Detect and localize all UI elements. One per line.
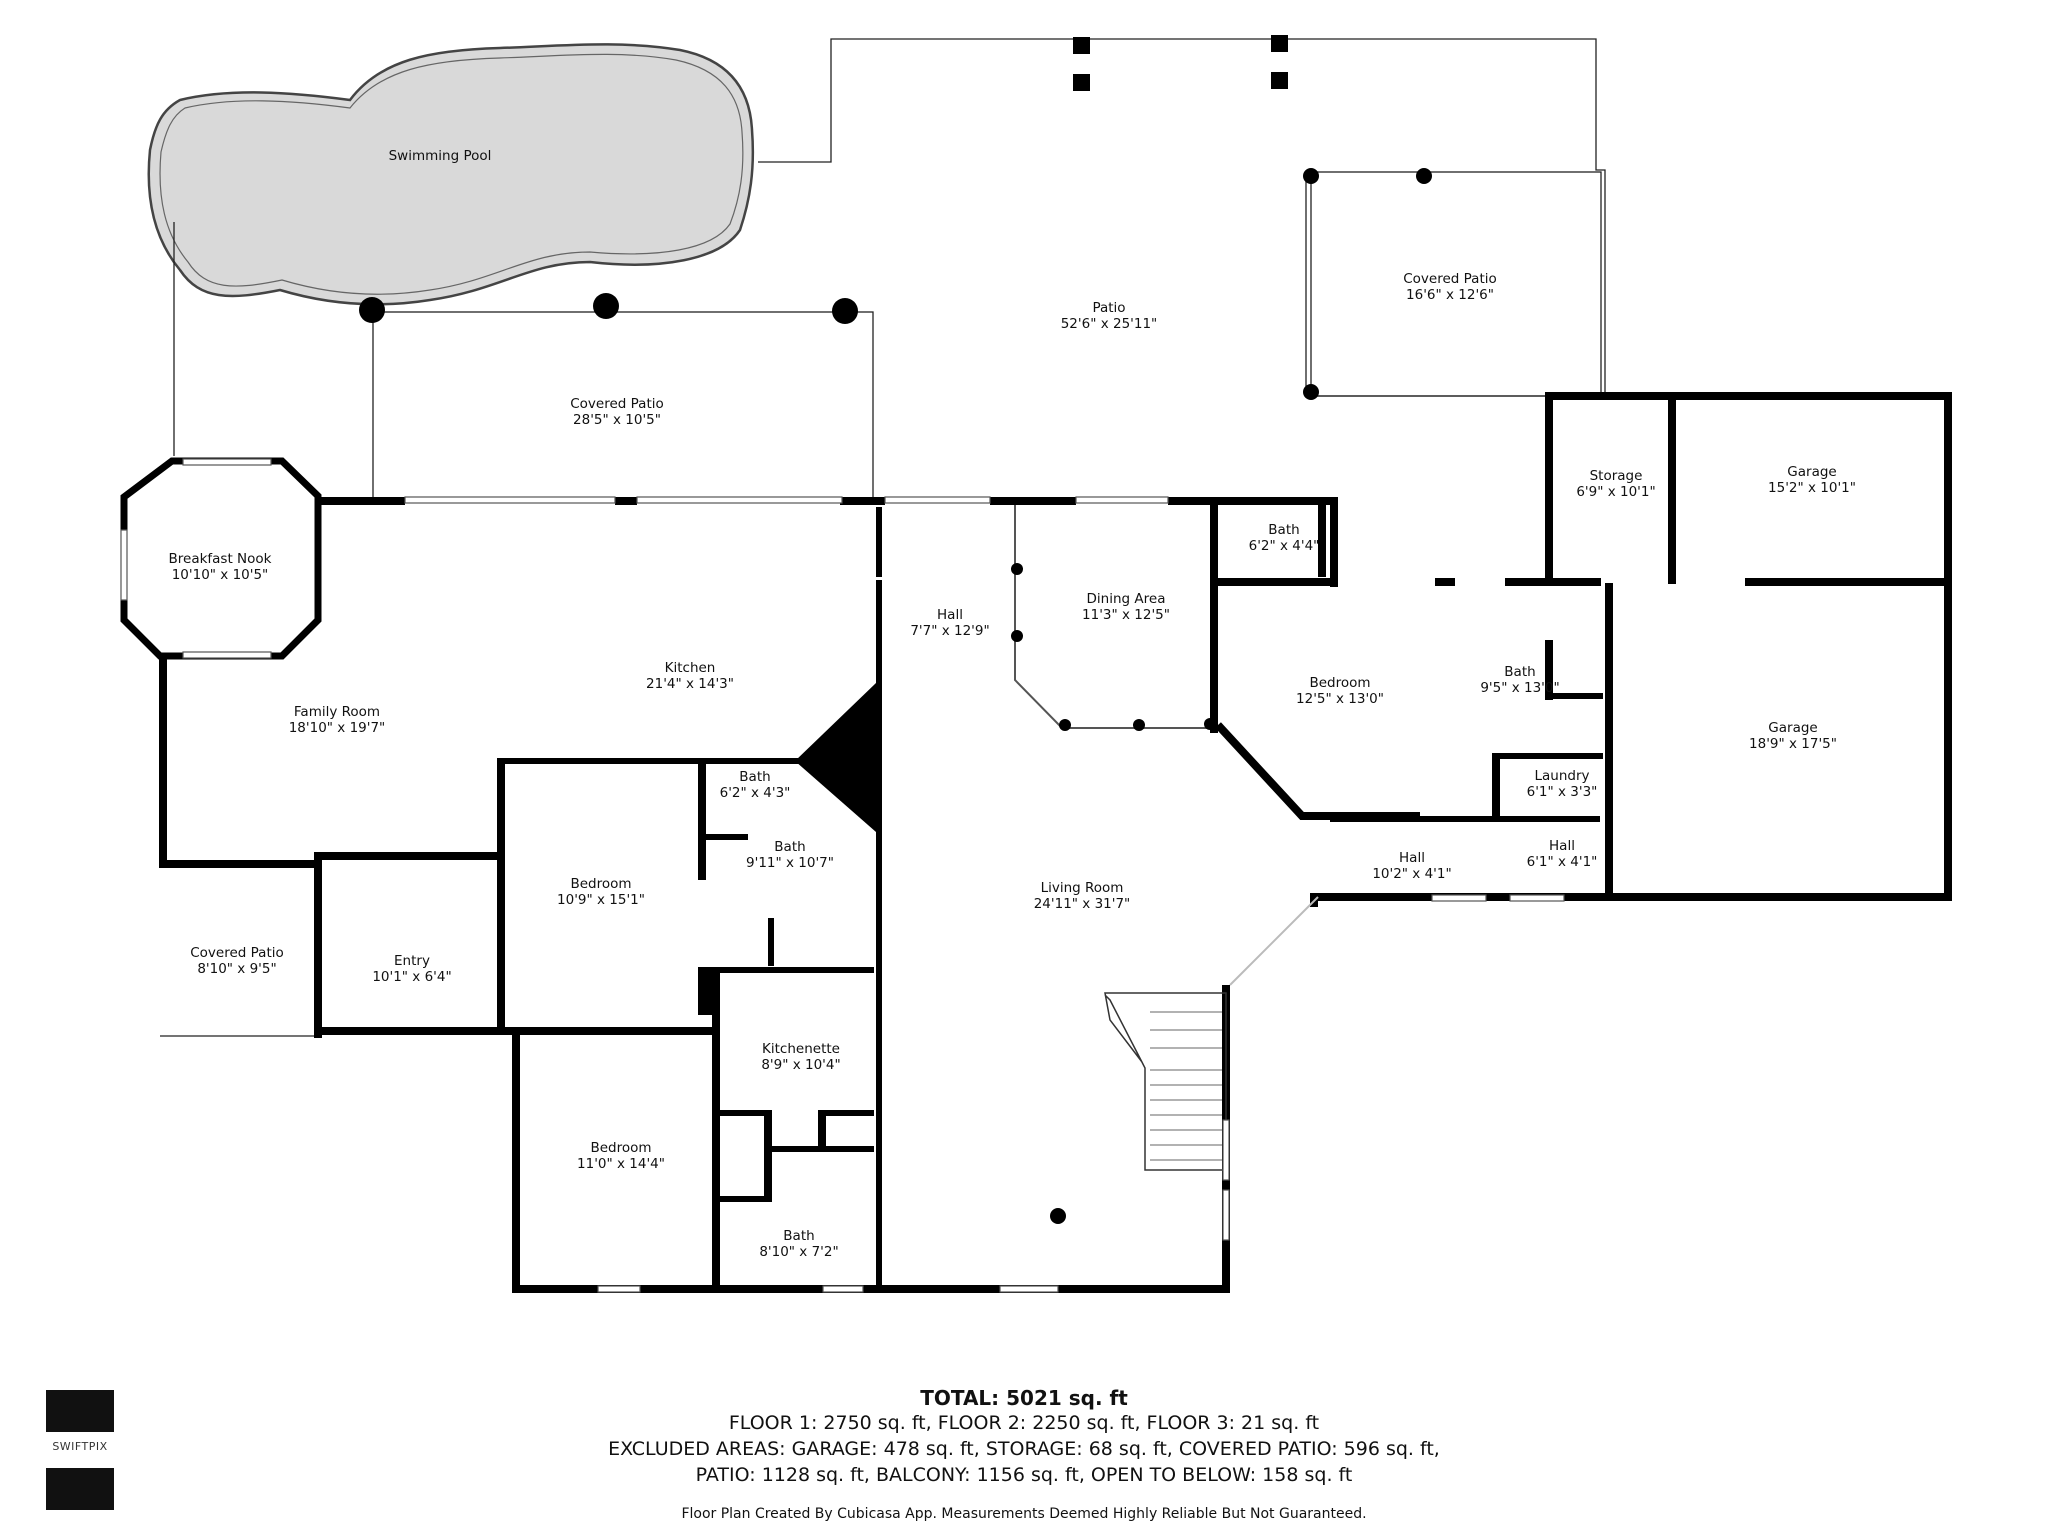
room-name: Breakfast Nook xyxy=(169,551,272,567)
room-dimensions: 8'9" x 10'4" xyxy=(761,1057,840,1073)
room-name: Bath xyxy=(1504,664,1535,680)
room-name: Covered Patio xyxy=(1403,271,1497,287)
room-dimensions: 8'10" x 9'5" xyxy=(197,961,276,977)
room-dimensions: 16'6" x 12'6" xyxy=(1406,287,1494,303)
room-name: Living Room xyxy=(1041,880,1124,896)
room-dimensions: 7'7" x 12'9" xyxy=(910,623,989,639)
room-dimensions: 11'3" x 12'5" xyxy=(1082,607,1170,623)
room-dimensions: 6'2" x 4'4" xyxy=(1249,538,1320,554)
room-name: Garage xyxy=(1787,464,1836,480)
room-dimensions: 18'9" x 17'5" xyxy=(1749,736,1837,752)
room-dimensions: 28'5" x 10'5" xyxy=(573,412,661,428)
floor-areas: FLOOR 1: 2750 sq. ft, FLOOR 2: 2250 sq. … xyxy=(728,1412,1320,1434)
room-name: Garage xyxy=(1768,720,1817,736)
room-name: Bedroom xyxy=(570,876,631,892)
excluded-areas: EXCLUDED AREAS: GARAGE: 478 sq. ft, STOR… xyxy=(608,1438,1440,1460)
room-name: Dining Area xyxy=(1087,591,1166,607)
room-name: Bath xyxy=(739,769,770,785)
room-name: Patio xyxy=(1092,300,1125,316)
room-name: Bedroom xyxy=(590,1140,651,1156)
room-name: Kitchen xyxy=(665,660,716,676)
room-name: Entry xyxy=(394,953,430,969)
room-dimensions: 52'6" x 25'11" xyxy=(1061,316,1158,332)
room-labels: Swimming Pool Patio 52'6" x 25'11" Cover… xyxy=(169,148,1856,1260)
swiftpix-logo: SWIFTPIX xyxy=(46,1390,114,1510)
room-dimensions: 21'4" x 14'3" xyxy=(646,676,734,692)
room-dimensions: 10'10" x 10'5" xyxy=(172,567,269,583)
room-dimensions: 6'1" x 3'3" xyxy=(1527,784,1598,800)
swimming-pool xyxy=(147,43,755,306)
room-name: Bath xyxy=(774,839,805,855)
room-name: Bedroom xyxy=(1309,675,1370,691)
room-name: Bath xyxy=(783,1228,814,1244)
room-dimensions: 10'9" x 15'1" xyxy=(557,892,645,908)
room-dimensions: 10'2" x 4'1" xyxy=(1372,866,1451,882)
room-name: Hall xyxy=(937,607,963,623)
room-dimensions: 11'0" x 14'4" xyxy=(577,1156,665,1172)
floor-plan: Swimming Pool Patio 52'6" x 25'11" Cover… xyxy=(120,35,1952,1293)
room-dimensions: 15'2" x 10'1" xyxy=(1768,480,1856,496)
logo-text: SWIFTPIX xyxy=(52,1440,108,1453)
room-name: Laundry xyxy=(1534,768,1589,784)
room-name: Storage xyxy=(1590,468,1643,484)
room-name: Swimming Pool xyxy=(389,148,492,164)
room-name: Covered Patio xyxy=(570,396,664,412)
room-name: Hall xyxy=(1549,838,1575,854)
room-dimensions: 6'2" x 4'3" xyxy=(720,785,791,801)
room-dimensions: 12'5" x 13'0" xyxy=(1296,691,1384,707)
excluded-areas-continued: PATIO: 1128 sq. ft, BALCONY: 1156 sq. ft… xyxy=(695,1464,1353,1486)
room-dimensions: 10'1" x 6'4" xyxy=(372,969,451,985)
room-dimensions: 6'9" x 10'1" xyxy=(1576,484,1655,500)
room-name: Bath xyxy=(1268,522,1299,538)
room-name: Family Room xyxy=(294,704,380,720)
disclaimer: Floor Plan Created By Cubicasa App. Meas… xyxy=(681,1506,1367,1522)
room-dimensions: 24'11" x 31'7" xyxy=(1034,896,1131,912)
room-dimensions: 18'10" x 19'7" xyxy=(289,720,386,736)
room-name: Kitchenette xyxy=(762,1041,840,1057)
room-dimensions: 9'11" x 10'7" xyxy=(746,855,834,871)
total-area: TOTAL: 5021 sq. ft xyxy=(920,1386,1128,1410)
room-dimensions: 6'1" x 4'1" xyxy=(1527,854,1598,870)
room-dimensions: 8'10" x 7'2" xyxy=(759,1244,838,1260)
room-dimensions: 9'5" x 13'0" xyxy=(1480,680,1559,696)
room-name: Hall xyxy=(1399,850,1425,866)
room-name: Covered Patio xyxy=(190,945,284,961)
